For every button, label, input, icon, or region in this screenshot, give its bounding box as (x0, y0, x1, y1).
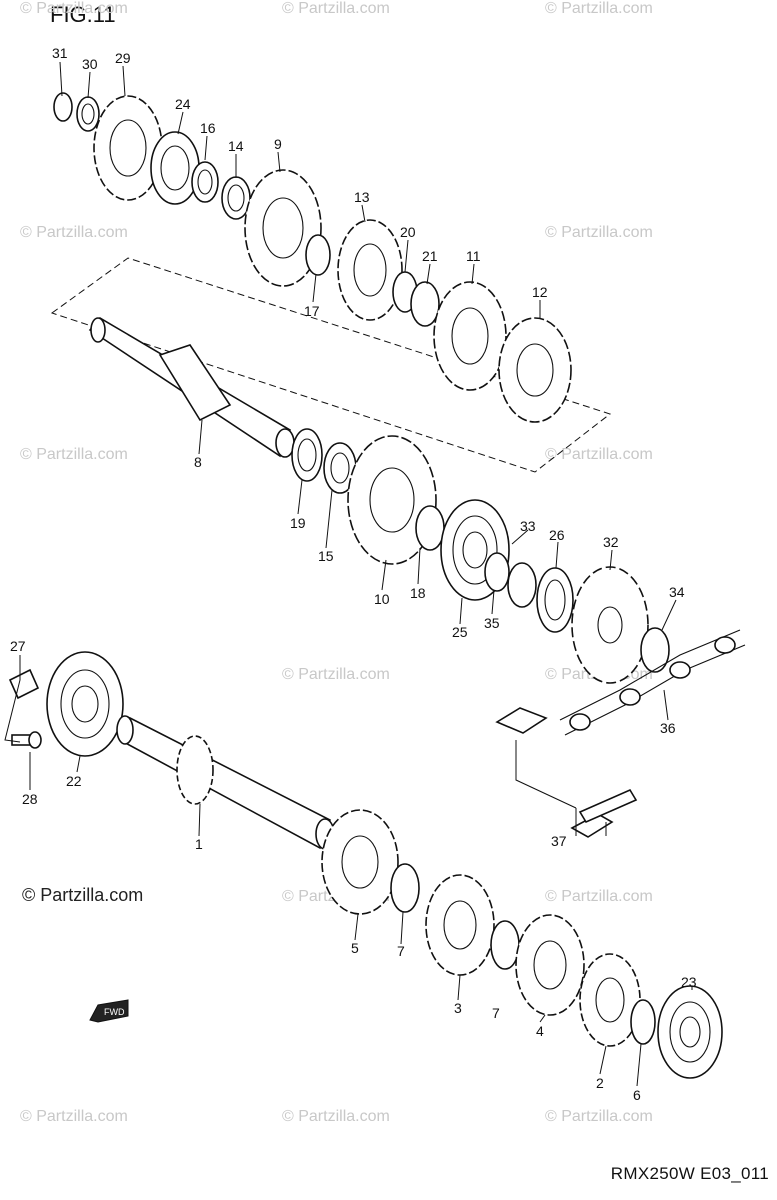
callout-4: 4 (536, 1023, 544, 1039)
oil-seal (536, 567, 574, 633)
callout-24: 24 (175, 96, 191, 112)
figure-title: FIG.11 (50, 2, 116, 27)
callout-7: 7 (492, 1005, 500, 1021)
circlip (410, 281, 440, 327)
callout-28: 28 (22, 791, 38, 807)
watermark: © Partzilla.com (282, 0, 390, 17)
callout-11: 11 (466, 248, 481, 264)
callout-36: 36 (660, 720, 676, 736)
callout-6: 6 (633, 1087, 641, 1103)
watermark: © Partzilla.com (20, 0, 128, 17)
gear (321, 809, 399, 915)
watermark: © Partzilla.com (545, 446, 653, 463)
gear (337, 219, 403, 321)
bearing (46, 651, 124, 757)
diagram-code: RMX250W E03_011 (610, 1164, 769, 1183)
callout-18: 18 (410, 585, 426, 601)
callout-14: 14 (228, 138, 244, 154)
washer (76, 96, 100, 132)
callout-33: 33 (520, 518, 536, 534)
callout-17: 17 (304, 303, 320, 319)
leader-lines (29, 61, 693, 1087)
bearing (150, 131, 200, 205)
watermark: © Partzilla.com (282, 666, 390, 683)
callout-32: 32 (603, 534, 619, 550)
gear (425, 874, 495, 976)
gear (433, 281, 507, 391)
callout-13: 13 (354, 189, 370, 205)
gear (93, 95, 163, 201)
watermark: © Partzilla.com (20, 446, 128, 463)
callout-22: 22 (66, 773, 82, 789)
watermark: © Partzilla.com (545, 224, 653, 241)
washer (415, 505, 445, 551)
bushing (323, 442, 357, 494)
callout-21: 21 (422, 248, 438, 264)
bearing-retainer (8, 668, 40, 700)
gear (515, 914, 585, 1016)
callout-25: 25 (452, 624, 468, 640)
copyright-notice: © Partzilla.com (22, 885, 144, 905)
callout-37: 37 (551, 833, 567, 849)
bushing (221, 176, 251, 220)
bolt (11, 731, 42, 749)
forward-arrow-icon: FWD (89, 999, 129, 1023)
washer (191, 161, 219, 203)
oil-seal (484, 552, 510, 592)
callout-31: 31 (52, 45, 68, 61)
callout-labels: 31 30 29 24 16 14 9 13 20 21 11 12 17 8 … (10, 45, 697, 1103)
washer (291, 428, 323, 482)
callout-1: 1 (195, 836, 203, 852)
callout-10: 10 (374, 591, 390, 607)
callout-35: 35 (484, 615, 500, 631)
callout-29: 29 (115, 50, 131, 66)
assembly-outline (50, 257, 612, 473)
circlip (53, 92, 73, 122)
gear (579, 953, 641, 1047)
circlip (390, 863, 420, 913)
spacer (507, 562, 537, 608)
o-ring (640, 627, 670, 673)
watermark: © Partzilla.com (20, 224, 128, 241)
drive-chain (559, 629, 746, 736)
callout-16: 16 (200, 120, 216, 136)
callout-26: 26 (549, 527, 565, 543)
washer (630, 999, 656, 1045)
callout-12: 12 (532, 284, 548, 300)
circlip (490, 920, 520, 970)
watermark: © Partzilla.com (545, 888, 653, 905)
callout-19: 19 (290, 515, 306, 531)
callout-20: 20 (400, 224, 416, 240)
watermark: © Partzilla.com (545, 1108, 653, 1125)
drive-shaft (116, 715, 335, 850)
callout-2: 2 (596, 1075, 604, 1091)
bearing (657, 985, 723, 1079)
watermark: © Partzilla.com (282, 1108, 390, 1125)
engine-sprocket (571, 566, 649, 684)
gear (347, 435, 437, 565)
callout-9: 9 (274, 136, 282, 152)
callout-34: 34 (669, 584, 685, 600)
washer (305, 234, 331, 276)
callout-23: 23 (681, 974, 697, 990)
callout-30: 30 (82, 56, 98, 72)
callout-8: 8 (194, 454, 202, 470)
callout-3: 3 (454, 1000, 462, 1016)
gear (498, 317, 572, 423)
watermark: © Partzilla.com (545, 0, 653, 17)
chain-joint (495, 707, 638, 838)
callout-5: 5 (351, 940, 359, 956)
watermark: © Partzilla.com (20, 1108, 128, 1125)
callout-7: 7 (397, 943, 405, 959)
callout-15: 15 (318, 548, 334, 564)
gear (244, 169, 322, 287)
svg-text:FWD: FWD (104, 1007, 125, 1017)
counter-shaft (88, 316, 295, 458)
callout-27: 27 (10, 638, 26, 654)
